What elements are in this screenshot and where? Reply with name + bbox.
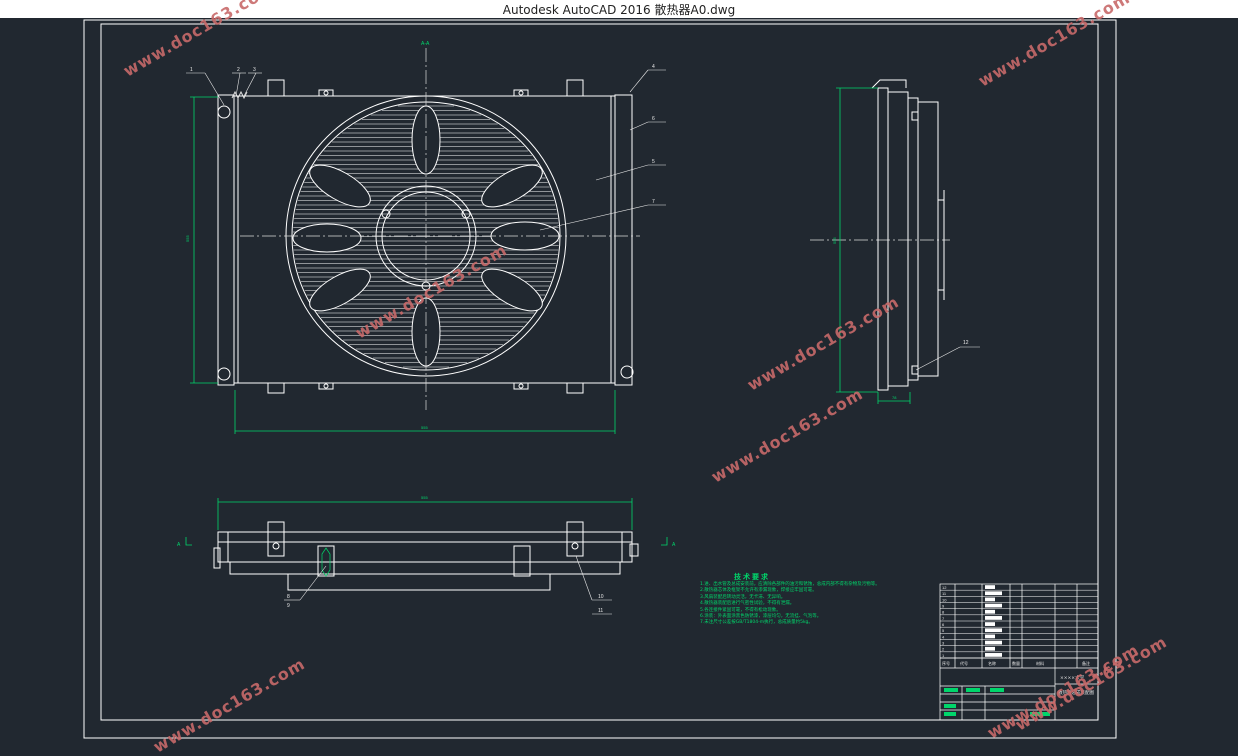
section-mark-left: A: [177, 542, 181, 548]
tb-school: ××××大学: [1060, 674, 1085, 681]
tb-row-number: 2: [942, 647, 945, 652]
balloon-7: 7: [652, 199, 655, 205]
note-line: 2.散热器芯体及框架不允许有渗漏现象，焊接应牢固可靠。: [700, 588, 817, 594]
tb-row-number: 12: [942, 585, 947, 590]
front-height-dim: 555: [185, 235, 190, 242]
balloon-8: 8: [287, 594, 290, 600]
tb-row-number: 10: [942, 597, 947, 602]
tb-row-number: 6: [942, 622, 945, 627]
tb-drawing-name: 散热器总成装配图: [1058, 689, 1094, 696]
tb-row-number: 5: [942, 628, 945, 633]
tb-row-name-fill: [985, 653, 1002, 657]
side-dimensions: [836, 87, 911, 404]
tb-row-number: 8: [942, 610, 945, 615]
tb-row-number: 1: [942, 653, 945, 658]
tb-header-remark: 备注: [1082, 660, 1090, 666]
tb-row-name-fill: [985, 597, 995, 602]
balloon-3: 3: [253, 67, 256, 73]
tb-row-name-fill: [985, 628, 1002, 633]
tb-row-name-fill: [985, 634, 995, 639]
tb-row-name-fill: [985, 609, 995, 614]
balloon-5: 5: [652, 159, 655, 165]
window-title-bar: Autodesk AutoCAD 2016 散热器A0.dwg: [0, 0, 1238, 18]
tb-row-name-fill: [985, 616, 1002, 620]
balloon-2: 2: [237, 67, 240, 73]
section-mark-top: A-A: [421, 41, 430, 47]
technical-notes: 技术要求 1.进、出水管及总成安装前，应清除各部件的油污和锈蚀，总成内部不得有杂…: [700, 572, 1000, 627]
tb-row-name-fill: [985, 640, 1002, 645]
note-line: 5.各连接件紧固可靠，不得有松动现象。: [700, 607, 781, 613]
tb-row-name-fill: [985, 585, 995, 589]
balloon-11: 11: [598, 608, 603, 614]
bottom-width-dim: 555: [421, 495, 428, 500]
tb-header-material: 材料: [1036, 660, 1044, 666]
section-mark-right: A: [672, 542, 676, 548]
tb-header-qty: 数量: [1012, 660, 1020, 666]
part-balloons: 1 2 3 4 6 5 7 12 8 9 10 11: [190, 64, 969, 614]
outer-border: [83, 19, 1117, 739]
tb-row-number: 3: [942, 640, 945, 645]
note-line: 3.风扇装配后转动灵活，无卡滞、无异响。: [700, 594, 786, 600]
side-height-dim: 555: [832, 237, 837, 244]
balloon-10: 10: [598, 594, 604, 600]
bottom-view: [213, 521, 639, 591]
tb-header-name: 名称: [988, 660, 996, 666]
tb-row-number: 4: [942, 634, 945, 639]
drawing-canvas[interactable]: 555 555 A-A 1 2 3 4 6 5 7 12 8 9 10 11: [0, 18, 1238, 742]
bottom-dimensions: [185, 498, 668, 577]
tb-row-number: 11: [942, 591, 947, 596]
tb-header-code: 代号: [960, 660, 968, 666]
title-block-header: 序号 代号 名称 数量 材料 备注: [942, 660, 1090, 666]
window-title: Autodesk AutoCAD 2016 散热器A0.dwg: [502, 2, 736, 17]
tb-row-name-fill: [985, 622, 995, 626]
balloon-12: 12: [963, 340, 969, 346]
front-dimensions: [190, 96, 616, 434]
side-view: [871, 79, 945, 391]
front-width-dim: 555: [421, 425, 428, 430]
balloon-4: 4: [652, 64, 655, 70]
bottom-leaders: [284, 555, 612, 615]
note-line: 1.进、出水管及总成安装前，应清除各部件的油污和锈蚀，总成内部不得有杂物及污物等…: [700, 582, 880, 587]
title-block-fills: [944, 688, 1050, 716]
tb-row-name-fill: [985, 603, 1002, 608]
note-line: 7.未注尺寸公差按GB/T1804-m执行，总成质量约5kg。: [700, 620, 813, 626]
technical-notes-title: 技术要求: [734, 573, 770, 581]
tb-row-name-fill: [985, 646, 995, 651]
balloon-6: 6: [652, 116, 655, 122]
inner-frame: [100, 23, 1099, 721]
centerlines: [240, 48, 950, 410]
note-line: 6.涂装：外表面涂黑色防锈漆，漆层均匀，无流挂、气泡等。: [700, 614, 822, 620]
balloon-1: 1: [190, 67, 193, 73]
balloon-9: 9: [287, 603, 290, 609]
tb-row-name-fill: [985, 591, 1002, 596]
tb-row-number: 7: [942, 616, 945, 621]
tb-row-number: 9: [942, 603, 945, 608]
side-depth-dim: 78: [892, 395, 897, 400]
tb-header-no: 序号: [942, 660, 950, 666]
note-line: 4.散热器装配后进行气密性试验，不得有泄漏。: [700, 601, 795, 607]
